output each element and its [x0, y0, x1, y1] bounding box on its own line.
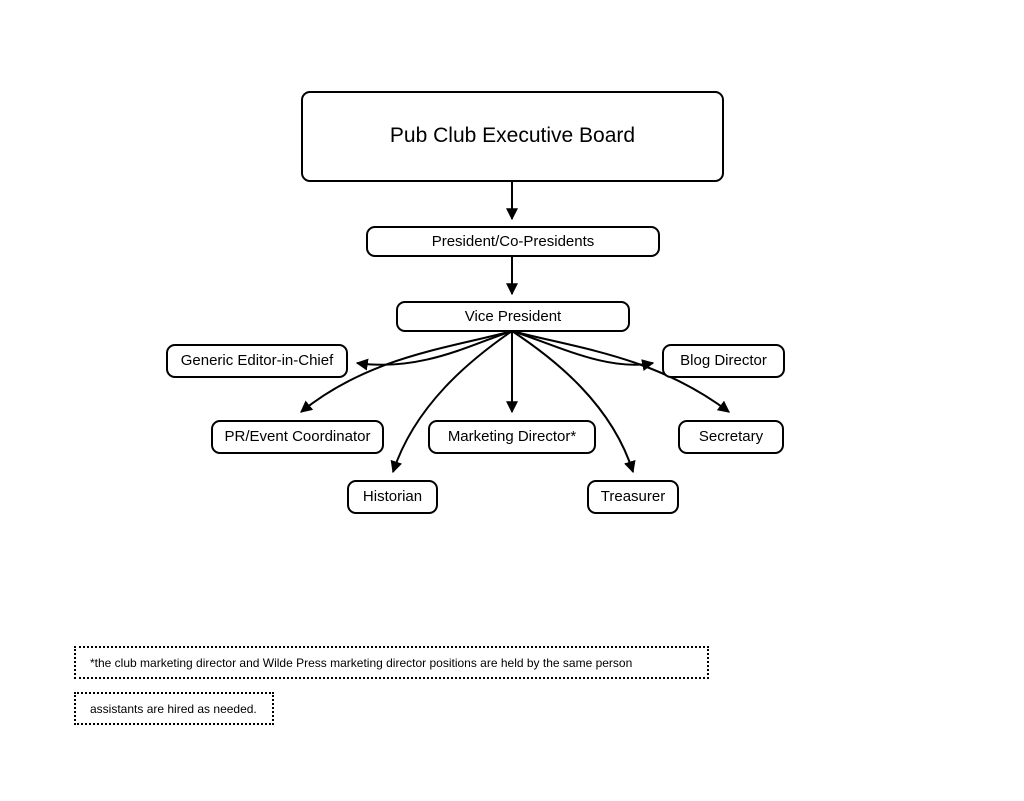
- node-treasurer[interactable]: Treasurer: [587, 480, 679, 514]
- footnote-marketing-director-label: *the club marketing director and Wilde P…: [90, 655, 633, 670]
- node-secretary-label: Secretary: [698, 428, 764, 446]
- node-generic-editor-in-chief-label: Generic Editor-in-Chief: [180, 352, 334, 370]
- node-treasurer-label: Treasurer: [600, 488, 666, 506]
- node-marketing-director-label: Marketing Director*: [447, 428, 577, 446]
- node-marketing-director[interactable]: Marketing Director*: [428, 420, 596, 454]
- node-historian-label: Historian: [362, 488, 423, 506]
- node-historian[interactable]: Historian: [347, 480, 438, 514]
- footnote-assistants-label: assistants are hired as needed.: [90, 701, 257, 716]
- node-blog-director-label: Blog Director: [680, 352, 767, 370]
- footnote-marketing-director: *the club marketing director and Wilde P…: [74, 646, 709, 679]
- node-blog-director[interactable]: Blog Director: [662, 344, 785, 378]
- node-vice-president[interactable]: Vice President: [396, 301, 630, 332]
- edge-vp-to-blog: [511, 330, 655, 371]
- node-executive-board-label: Pub Club Executive Board: [389, 124, 636, 148]
- node-executive-board[interactable]: Pub Club Executive Board: [301, 91, 724, 182]
- edge-vp-to-editor: [355, 330, 513, 371]
- node-secretary[interactable]: Secretary: [678, 420, 784, 454]
- node-president-label: President/Co-Presidents: [431, 232, 595, 250]
- footnote-assistants: assistants are hired as needed.: [74, 692, 274, 725]
- node-generic-editor-in-chief[interactable]: Generic Editor-in-Chief: [166, 344, 348, 378]
- node-president[interactable]: President/Co-Presidents: [366, 226, 660, 257]
- node-pr-event-coordinator[interactable]: PR/Event Coordinator: [211, 420, 384, 454]
- node-vice-president-label: Vice President: [464, 307, 562, 325]
- node-pr-event-coordinator-label: PR/Event Coordinator: [224, 428, 371, 446]
